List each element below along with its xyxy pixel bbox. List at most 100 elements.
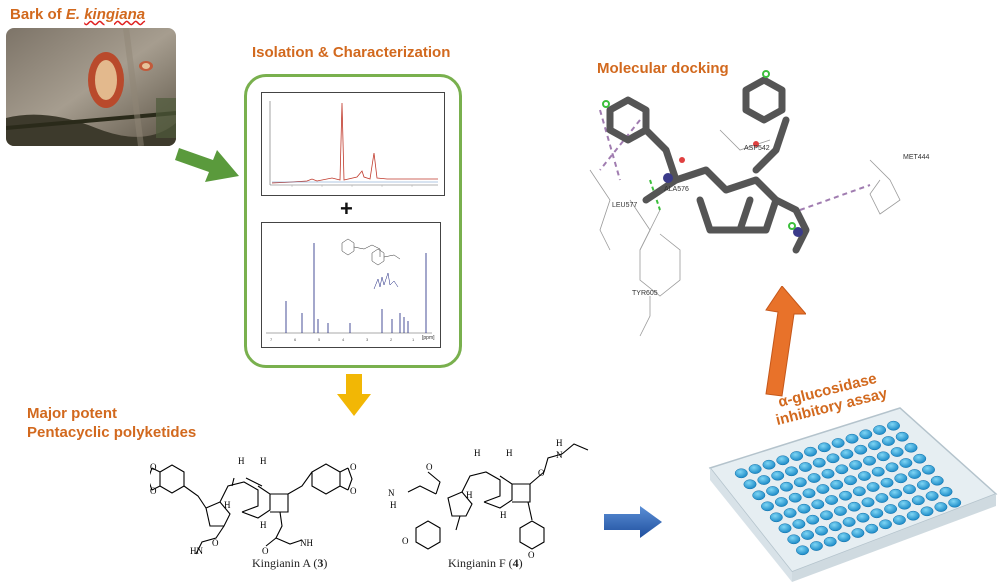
bark-title-species: kingiana <box>84 6 146 23</box>
svg-text:2: 2 <box>390 337 393 342</box>
well <box>861 497 875 508</box>
svg-text:3: 3 <box>366 337 369 342</box>
well <box>868 440 881 451</box>
svg-text:O: O <box>426 462 433 472</box>
yellow-arrow-icon <box>337 374 371 416</box>
well <box>793 477 807 488</box>
well <box>863 455 876 466</box>
major-line2: Pentacyclic polyketides <box>27 424 197 441</box>
well <box>762 459 776 470</box>
svg-text:6: 6 <box>294 337 297 342</box>
bark-title: Bark of E. kingiana <box>10 6 145 23</box>
well <box>854 444 868 455</box>
residue-label-ala576: ALA576 <box>664 186 689 193</box>
well <box>852 486 866 497</box>
well <box>934 502 948 512</box>
blue-arrow-icon <box>604 506 662 538</box>
isolation-title: Isolation & Characterization <box>252 44 451 61</box>
well <box>807 473 821 483</box>
svg-text:H: H <box>238 456 245 466</box>
residue-label-tyr605: TYR605 <box>632 290 658 297</box>
nmr-axis-unit: [ppm] <box>422 335 435 341</box>
well <box>811 499 825 510</box>
well <box>898 499 911 510</box>
well <box>908 469 922 479</box>
well <box>823 536 837 547</box>
svg-text:N: N <box>388 488 395 498</box>
well <box>787 534 801 545</box>
svg-text:1: 1 <box>412 337 415 342</box>
svg-text:O: O <box>538 468 545 478</box>
svg-text:O: O <box>350 462 357 472</box>
well <box>871 466 885 477</box>
svg-text:O: O <box>150 486 157 496</box>
well <box>785 466 798 477</box>
well <box>875 493 889 503</box>
well <box>865 523 879 534</box>
well <box>922 464 935 475</box>
well <box>743 479 757 490</box>
residue-label-leu577: LEU577 <box>612 202 638 209</box>
well <box>916 480 930 490</box>
svg-text:HN: HN <box>190 546 203 556</box>
well <box>904 442 918 453</box>
plus-sign: + <box>340 196 353 221</box>
well <box>797 503 811 514</box>
well <box>839 490 852 501</box>
well <box>812 457 826 468</box>
svg-text:H: H <box>466 490 473 500</box>
well <box>780 481 793 492</box>
well <box>817 442 831 453</box>
svg-text:H: H <box>260 456 267 466</box>
well <box>911 495 925 506</box>
kingianin-f-number: 4 <box>512 556 519 570</box>
well <box>801 530 815 540</box>
well <box>844 475 857 486</box>
svg-text:NH: NH <box>300 538 313 548</box>
well <box>948 497 962 508</box>
orange-arrow-icon <box>765 286 806 397</box>
well <box>821 468 835 479</box>
well <box>845 433 859 444</box>
well-plate <box>708 407 998 582</box>
residue-label-met444: MET444 <box>903 154 930 161</box>
green-arrow-icon <box>175 148 239 182</box>
svg-text:O: O <box>150 462 157 472</box>
well <box>894 473 908 484</box>
well <box>842 517 856 527</box>
well <box>913 453 927 464</box>
major-title: Major potent Pentacyclic polyketides <box>27 404 196 442</box>
well <box>734 468 748 479</box>
well <box>831 438 845 448</box>
well <box>776 455 790 466</box>
hplc-chromatogram <box>261 92 445 196</box>
bark-photo <box>6 28 176 146</box>
well <box>788 492 802 503</box>
bark-title-genus: E. <box>65 6 81 23</box>
well <box>806 514 820 525</box>
well <box>826 453 840 464</box>
well <box>802 488 816 499</box>
well <box>769 512 783 523</box>
well <box>792 519 806 529</box>
kingianin-a-number: 3 <box>317 556 324 570</box>
svg-text:H: H <box>500 510 507 520</box>
well <box>757 475 771 485</box>
kingianin-f-caption: Kingianin F (4) <box>448 556 523 571</box>
well <box>887 420 900 431</box>
well <box>849 460 863 470</box>
well <box>857 471 871 481</box>
well <box>790 451 804 461</box>
well <box>859 429 873 440</box>
well <box>939 486 953 497</box>
svg-text:O: O <box>402 536 409 546</box>
well <box>884 504 898 514</box>
well <box>892 515 906 525</box>
well <box>771 470 785 481</box>
well <box>851 528 865 538</box>
well <box>920 506 934 517</box>
well <box>880 477 894 488</box>
well <box>930 475 944 486</box>
docking-diagram <box>589 70 901 337</box>
